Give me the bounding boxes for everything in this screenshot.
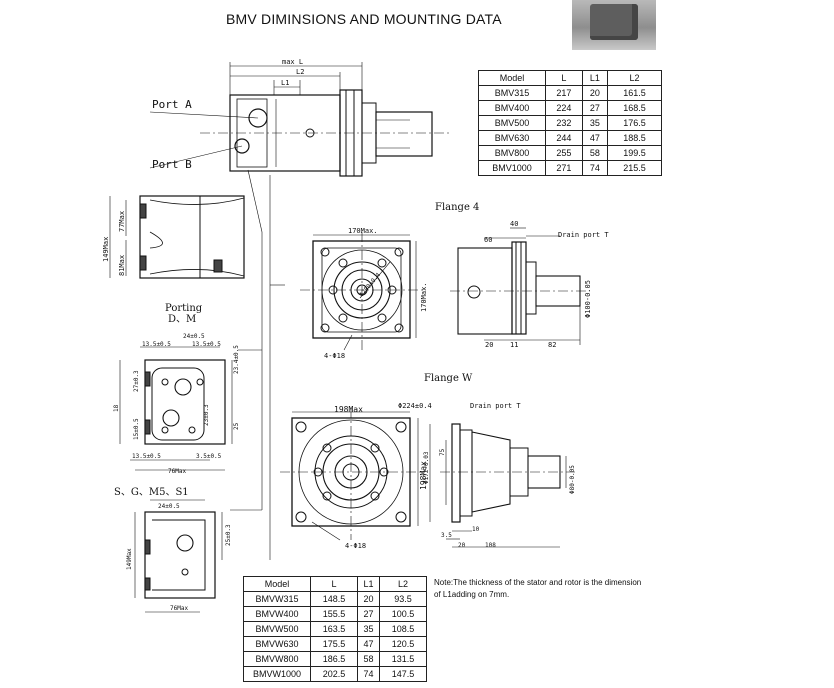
motor-photo-icon	[572, 0, 656, 50]
flangeW-label: Flange W	[424, 373, 473, 384]
cell-l2: 147.5	[378, 666, 428, 682]
dim-23-4-a: 23.4±0.5	[233, 345, 240, 374]
flangeW-side-view	[429, 423, 575, 548]
drain-port-label-1: Drain port T	[558, 231, 609, 239]
flange4-front-view	[300, 232, 425, 351]
note-line-2: of L1adding on 7mm.	[434, 590, 510, 599]
dim-4-d18-b: 4-Φ18	[345, 542, 366, 550]
dim-3-5-b: 3.5	[441, 532, 452, 539]
dim-l2: L2	[296, 68, 304, 76]
drain-port-label-2: Drain port T	[470, 402, 521, 410]
flange4-label: Flange 4	[435, 202, 479, 213]
flangeW-front-view	[280, 408, 425, 541]
porting-dm-label: D、M	[168, 314, 196, 325]
dim-170max-b: 170Max.	[420, 282, 428, 312]
dim-149max-b: 149Max	[126, 548, 133, 570]
dim-20-b: 20	[458, 542, 466, 549]
dim-10: 10	[472, 526, 480, 533]
dim-13-5-b: 13.5±0.5	[192, 341, 221, 348]
port-b-label: Port B	[152, 158, 192, 171]
dim-13-5-a: 13.5±0.5	[142, 341, 171, 348]
dim-d100: Φ100-0.05	[584, 280, 592, 318]
note-line-1: Note:The thickness of the stator and rot…	[434, 578, 642, 587]
cell-l: 271	[545, 160, 583, 176]
dim-27: 27±0.3	[133, 370, 140, 392]
cell-l: 202.5	[310, 666, 358, 682]
dim-d172: Φ172-0.03	[423, 451, 430, 484]
note-text: Note:The thickness of the stator and rot…	[434, 577, 641, 601]
column-header-l1: L1	[581, 70, 609, 86]
dim-13-5-c: 13.5±0.5	[132, 453, 161, 460]
dim-18: 18	[113, 404, 120, 412]
dim-76max-b: 76Max	[170, 605, 188, 612]
sgms-label: S、G、M5、S1	[114, 487, 189, 498]
dim-l1: L1	[281, 79, 289, 87]
dim-25: 25	[233, 422, 240, 430]
dim-149max-a: 149Max	[102, 237, 110, 262]
dim-max-l: max L	[282, 58, 303, 66]
cell-model: BMVW1000	[243, 666, 311, 682]
dim-25-c: 25±0.3	[225, 524, 232, 546]
dim-170max-a: 170Max.	[348, 227, 378, 235]
dim-198max-a: 198Max	[334, 405, 363, 414]
cell-l1: 35	[581, 115, 609, 131]
dim-76max-a: 76Max	[168, 468, 186, 475]
dim-198max-b: 198Max	[419, 461, 428, 490]
dim-75: 75	[439, 448, 446, 456]
dim-24-b: 24±0.5	[158, 503, 180, 510]
porting-label: Porting	[165, 303, 203, 314]
dim-81max: 81Max	[118, 255, 126, 276]
cell-l2: 161.5	[607, 85, 662, 101]
dim-d224: Φ224±0.4	[398, 402, 432, 410]
dim-40: 40	[510, 220, 518, 228]
dim-82: 82	[548, 341, 556, 349]
main-side-view	[149, 62, 450, 560]
dim-d80: Φ80-0.05	[569, 465, 576, 494]
dim-23: 23±0.3	[203, 404, 210, 426]
dim-108: 108	[485, 542, 496, 549]
dim-15: 15±0.5	[133, 418, 140, 440]
dim-3-5: 3.5±0.5	[196, 453, 222, 460]
dim-4-d18-a: 4-Φ18	[324, 352, 345, 360]
table-header-row: Model L L1 L2	[243, 576, 428, 592]
dim-60: 60	[484, 236, 492, 244]
page-title: BMV DIMINSIONS AND MOUNTING DATA	[226, 11, 502, 27]
flange4-side-view	[450, 227, 590, 345]
dim-24-a: 24±0.5	[183, 333, 205, 340]
cell-l2: 215.5	[607, 160, 662, 176]
side-profile-view	[109, 195, 245, 279]
table-header-row: Model L L1 L2	[478, 70, 662, 86]
column-header-model: Model	[243, 576, 311, 592]
porting-sgms-view	[134, 499, 223, 613]
port-a-label: Port A	[152, 98, 192, 111]
dim-20: 20	[485, 341, 493, 349]
column-header-l2: L2	[607, 70, 662, 86]
cell-model: BMV1000	[478, 160, 546, 176]
dim-77max: 77Max	[118, 211, 126, 232]
porting-dm-view	[119, 346, 233, 471]
cell-l1: 74	[581, 160, 609, 176]
dim-11: 11	[510, 341, 518, 349]
